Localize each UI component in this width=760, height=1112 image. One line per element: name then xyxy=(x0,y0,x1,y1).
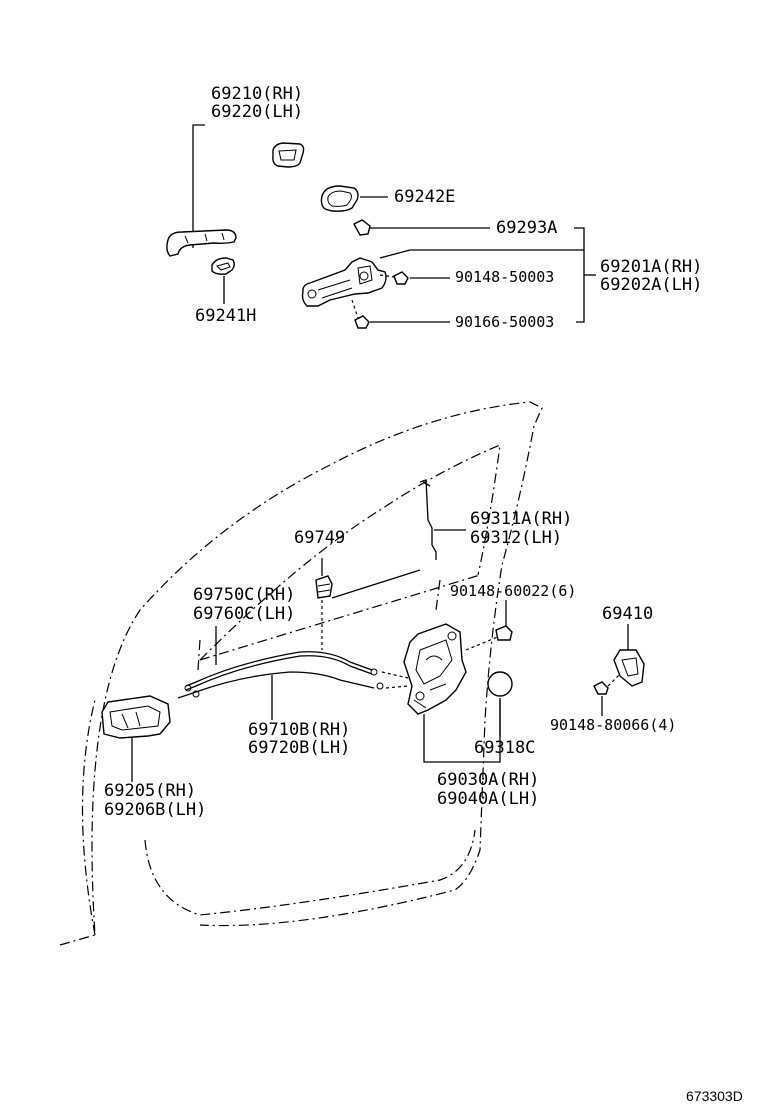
label-69720B: 69720B(LH) xyxy=(248,738,350,758)
label-90148-60022: 90148-60022(6) xyxy=(450,582,576,600)
label-69242E: 69242E xyxy=(394,187,455,207)
label-69311A: 69311A(RH) xyxy=(470,509,572,529)
label-69205: 69205(RH) xyxy=(104,781,196,801)
leader-69210 xyxy=(192,124,205,248)
label-69210: 69210(RH) xyxy=(211,84,303,104)
label-69201A: 69201A(RH) xyxy=(600,257,702,277)
cable-69710B xyxy=(177,671,375,699)
label-69710B: 69710B(RH) xyxy=(248,720,350,740)
door-striker xyxy=(613,649,645,687)
bolt-90148-50003 xyxy=(393,271,409,285)
label-69750C: 69750C(RH) xyxy=(193,585,295,605)
label-90166-50003: 90166-50003 xyxy=(455,313,554,331)
cushion-69318C xyxy=(487,671,513,697)
outside-handle-group xyxy=(166,124,596,329)
lock-group xyxy=(101,479,645,782)
label-69318C: 69318C xyxy=(474,738,535,758)
clip-69293A xyxy=(353,219,371,236)
screw-90166-50003 xyxy=(354,315,370,329)
label-69220: 69220(LH) xyxy=(211,102,303,122)
label-69202A: 69202A(LH) xyxy=(600,275,702,295)
lock-knob xyxy=(315,575,333,599)
screw-90148-80066 xyxy=(593,681,609,695)
pad-69241H xyxy=(211,257,235,275)
label-69410: 69410 xyxy=(602,604,653,624)
handle-cap xyxy=(272,142,305,168)
label-69030A: 69030A(RH) xyxy=(437,770,539,790)
outside-door-handle xyxy=(166,229,237,257)
label-69040A: 69040A(LH) xyxy=(437,789,539,809)
lock-rod xyxy=(419,479,437,560)
part-labels: 69210(RH) 69220(LH) 69242E 69293A 90148-… xyxy=(104,84,743,1104)
door-lock-assembly xyxy=(403,623,467,715)
label-90148-50003: 90148-50003 xyxy=(455,268,554,286)
cable-69750C xyxy=(185,651,373,687)
label-90148-80066: 90148-80066(4) xyxy=(550,716,676,734)
label-69760C: 69760C(LH) xyxy=(193,604,295,624)
label-69293A: 69293A xyxy=(496,218,557,238)
gasket-69242E xyxy=(320,185,359,212)
label-69241H: 69241H xyxy=(195,306,256,326)
label-69312: 69312(LH) xyxy=(470,528,562,548)
label-69206B: 69206B(LH) xyxy=(104,800,206,820)
bolt-90148-60022 xyxy=(495,625,513,641)
bracket-69201A xyxy=(574,227,585,323)
reference-code: 673303D xyxy=(686,1088,743,1104)
door-outline xyxy=(59,401,543,946)
inside-door-handle xyxy=(101,695,171,739)
label-69749: 69749 xyxy=(294,528,345,548)
